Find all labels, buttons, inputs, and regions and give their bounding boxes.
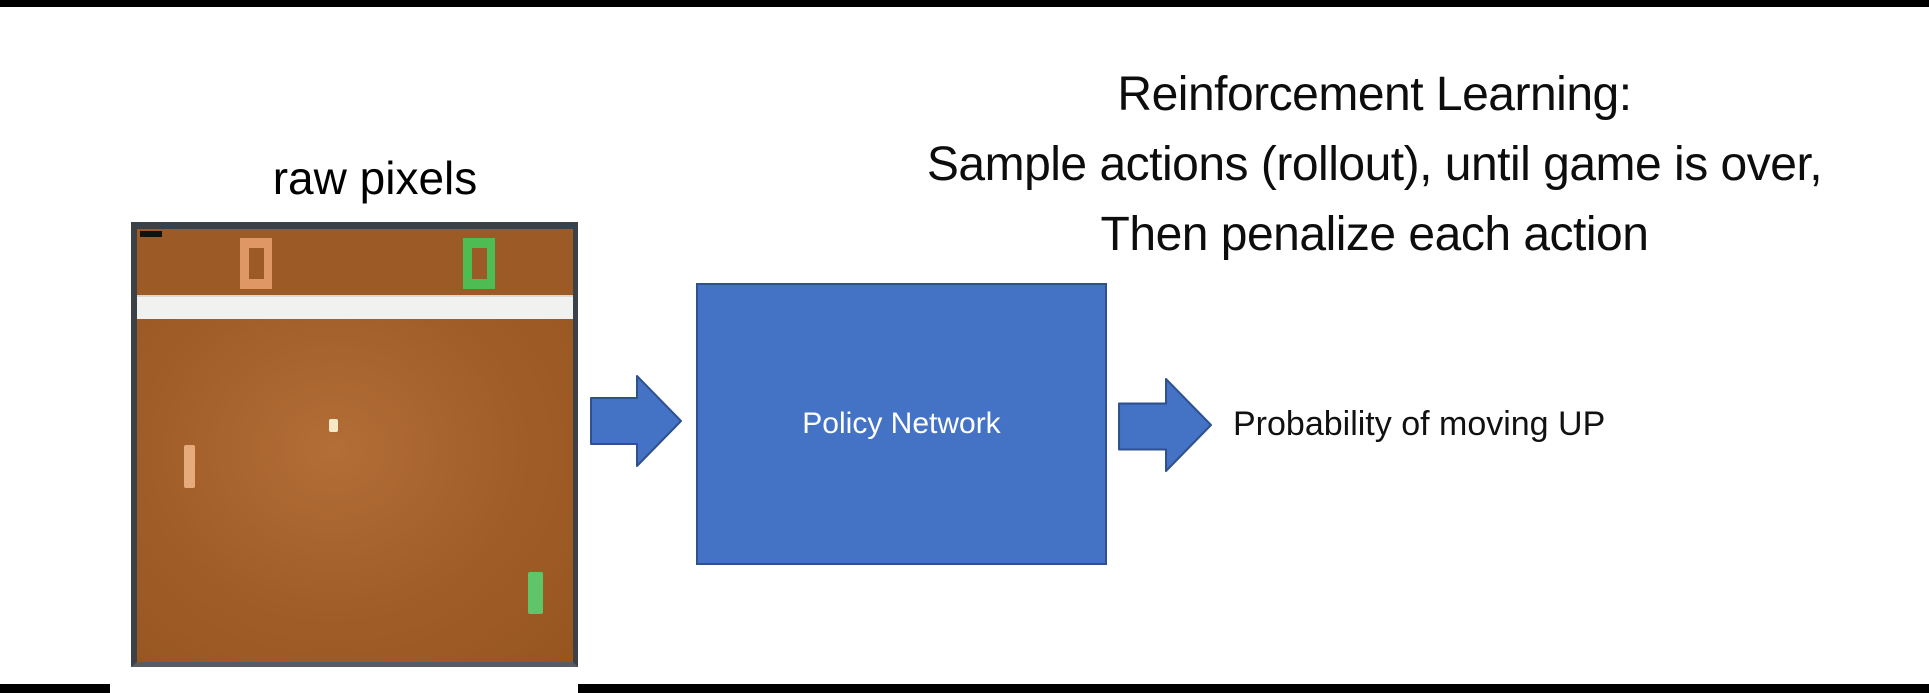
bottom-letterbox-bar-right [578,684,1929,693]
pong-left-score [240,238,272,289]
policy-network-box: Policy Network [696,283,1107,565]
right-arrow-icon-input [590,375,682,467]
title-line-2: Sample actions (rollout), until game is … [926,138,1823,191]
output-probability-label: Probability of moving UP [1233,405,1606,443]
pong-playfield [137,229,573,662]
top-letterbox-bar [0,0,1929,7]
pong-corner-mark [140,231,162,237]
pong-game-screenshot [131,222,578,667]
raw-pixels-label: raw pixels [272,152,478,204]
policy-network-label: Policy Network [802,407,1001,440]
pong-ball [329,419,338,432]
title-line-3: Then penalize each action [1100,208,1649,261]
right-arrow-icon-output [1118,378,1212,472]
pong-right-score [463,238,495,289]
pong-right-paddle [528,572,543,614]
pong-field [137,319,573,662]
title-line-1: Reinforcement Learning: [1117,68,1632,121]
pong-left-score-zero-hole [248,248,264,279]
bottom-letterbox-bar-left [0,684,110,693]
pong-top-wall [137,295,573,319]
slide-title: Reinforcement Learning: Sample actions (… [820,60,1929,270]
pong-left-paddle [184,445,195,488]
pong-right-score-zero-hole [471,248,487,279]
